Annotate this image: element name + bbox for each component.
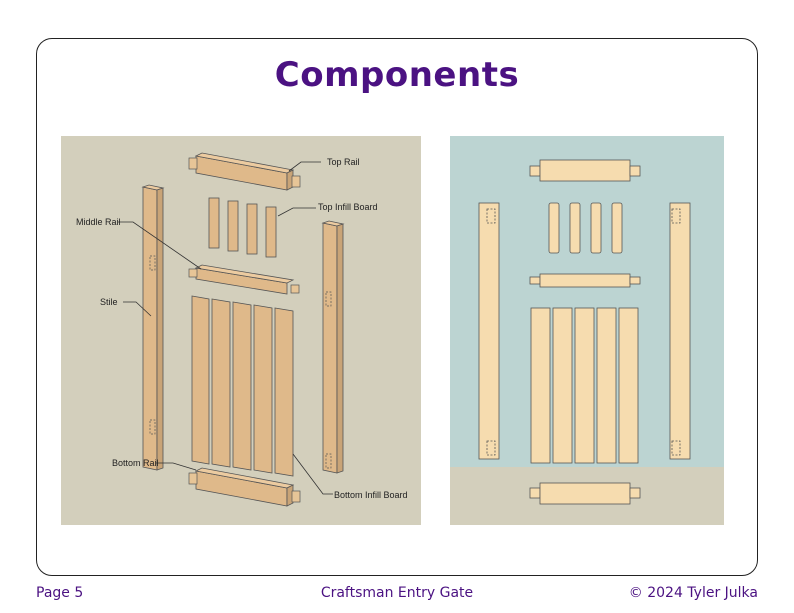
page-title: Components [274,55,520,95]
label-top-infill-board: Top Infill Board [318,202,378,212]
flat-right-stile [669,202,691,460]
label-stile: Stile [100,297,118,307]
label-bottom-infill-board: Bottom Infill Board [334,490,408,500]
left-stile-part [141,184,165,471]
bottom-rail-part [188,467,301,507]
top-infill-boards [208,197,277,258]
leader-lines [118,161,333,495]
flat-bottom-infill-boards [530,307,639,464]
flat-middle-rail [529,273,641,288]
exploded-view-diagram: Top Rail Top Infill Board Middle Rail St… [61,136,421,525]
page-frame [36,38,758,576]
flat-top-infill-boards [548,202,623,254]
flat-top-rail [529,159,641,182]
top-rail-part [188,152,301,191]
label-top-rail: Top Rail [327,157,360,167]
right-stile-part [321,220,345,474]
flat-layout-diagram [450,136,724,525]
flat-left-stile [478,202,500,460]
bottom-infill-boards [191,295,294,477]
label-bottom-rail: Bottom Rail [112,458,159,468]
footer-document-title: Craftsman Entry Gate [320,585,474,601]
footer-copyright: © 2024 Tyler Julka [628,585,758,601]
footer-page-number: Page 5 [36,585,84,601]
label-middle-rail: Middle Rail [76,217,121,227]
middle-rail-part [188,264,300,295]
flat-bottom-rail [529,482,641,505]
